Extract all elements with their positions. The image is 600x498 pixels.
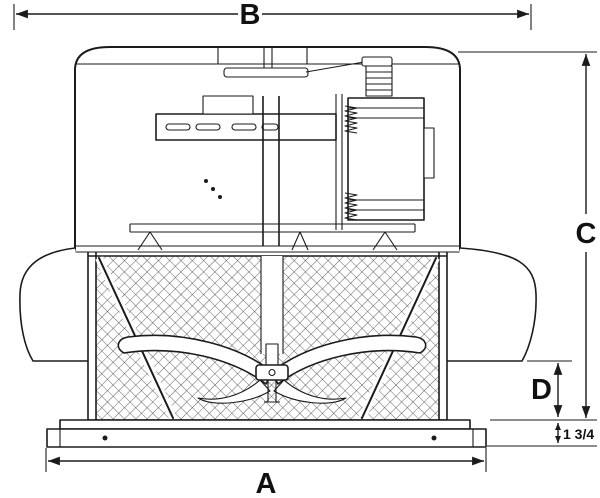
fan-propeller [117, 334, 427, 404]
curb-cap-ends [59, 429, 474, 447]
fan-hood [74, 46, 461, 253]
dim-label-b: B [240, 0, 261, 31]
extension-lines-b [13, 4, 532, 30]
fan-blade-lower-right [273, 379, 347, 404]
curb-cap [46, 428, 487, 448]
extension-lines-a [45, 448, 487, 472]
bracket-slot [231, 123, 257, 131]
windband-flare-left [19, 247, 88, 362]
bracket-slot [195, 123, 221, 131]
dimension-a: A [45, 448, 487, 498]
motor-fins [348, 107, 424, 211]
support-plate [129, 223, 416, 251]
dimension-c: C [458, 51, 597, 421]
fan-blade-left [117, 334, 273, 385]
motor-body [347, 97, 425, 221]
fan-blade-right [271, 334, 427, 385]
fan-pedestal [260, 256, 284, 354]
belt-line [305, 61, 365, 73]
hub-center [268, 368, 276, 377]
hub-shaft-upper [265, 343, 279, 367]
rivet-dot [211, 187, 215, 191]
pedestal-edges [260, 256, 284, 354]
windband-flare-right [447, 247, 537, 362]
dimension-b: B [13, 0, 532, 31]
isolator-spring-bottom [344, 192, 358, 221]
plate-lines [129, 223, 416, 233]
plate-legs [137, 231, 398, 251]
dim-label-d: D [531, 374, 552, 406]
birdscreen-frame [87, 252, 448, 421]
motor-pulley [361, 56, 393, 67]
fan-hub [255, 364, 289, 381]
extension-lines-c [458, 51, 597, 421]
hub-shaft-lower [264, 380, 280, 403]
dim-label-c: C [576, 218, 597, 250]
motor-junction-box [423, 127, 435, 179]
base-plate [59, 419, 471, 430]
isolator-spring-top [344, 105, 358, 134]
fan-blade-lower-left [197, 379, 271, 404]
bolt-left [102, 435, 108, 441]
dim-label-flange: 1 3/4 [563, 426, 594, 442]
dimension-flange: 1 3/4 [487, 423, 597, 447]
dim-label-a: A [256, 468, 277, 498]
drive-shaft [262, 96, 280, 246]
motor-assembly [155, 56, 435, 246]
motor-mount-plate [335, 94, 343, 230]
base [46, 419, 487, 448]
dimension-d: D [527, 360, 572, 417]
hood-top-detail [217, 47, 308, 68]
bracket-slot [261, 123, 279, 131]
hood-hem [75, 245, 460, 253]
drive-pulley [223, 67, 309, 78]
bracket-slot [165, 123, 191, 131]
bearing-box [202, 95, 254, 115]
rivet-dot [218, 195, 222, 199]
pedestal-fill [261, 256, 283, 354]
rivet-dot [204, 179, 208, 183]
motor-shaft-coil [365, 65, 393, 97]
hood-outline [74, 46, 461, 251]
bolt-right [431, 435, 437, 441]
